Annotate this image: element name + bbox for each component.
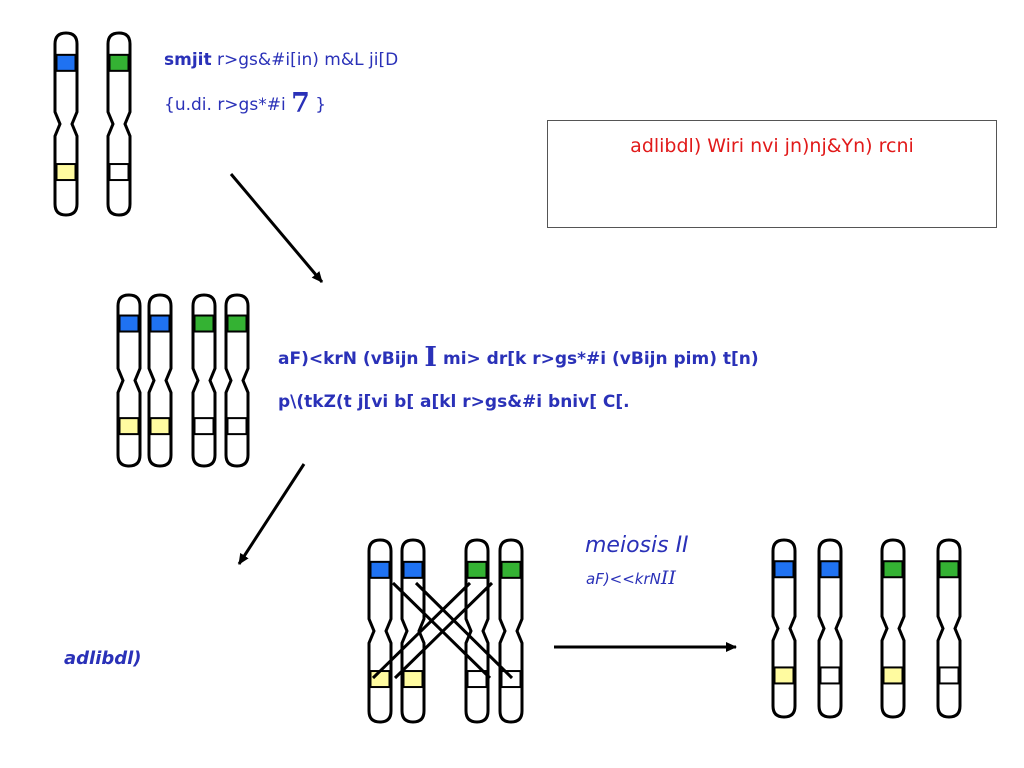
- chromosome: [771, 538, 797, 719]
- chromosome-band-top: [402, 560, 424, 579]
- chromosome: [367, 538, 393, 724]
- chromosome-band-top: [149, 314, 171, 333]
- roman-numeral-two: II: [660, 567, 676, 589]
- meiosis-ii-subtitle: aF)<<krNII: [586, 567, 676, 589]
- chromosome-band-bottom: [369, 670, 391, 689]
- chromosome: [106, 31, 132, 217]
- chromosome-band-top: [819, 560, 841, 579]
- chromosome: [53, 31, 79, 217]
- chromosome-band-top: [108, 53, 130, 72]
- meiosis-ii-title: meiosis II: [585, 533, 689, 558]
- top-label-bold: smjit: [164, 50, 212, 70]
- note-box-text: adlibdl) Wiri nvi jn)nj&Yn) rcni: [630, 135, 914, 157]
- chromosome-band-top: [938, 560, 960, 579]
- chromosome-band-top: [193, 314, 215, 333]
- chromosome: [224, 293, 250, 468]
- chromosome: [880, 538, 906, 719]
- chromosome: [464, 538, 490, 724]
- process-arrows: [229, 173, 737, 652]
- chromosome-band-top: [118, 314, 140, 333]
- roman-numeral-one: I: [424, 342, 438, 373]
- chromosome-band-top: [369, 560, 391, 579]
- note-box: adlibdl) Wiri nvi jn)nj&Yn) rcni: [547, 120, 997, 228]
- chromosome-band-bottom: [819, 666, 841, 685]
- arrow-down-right: [229, 173, 324, 283]
- top-label-line1: smjit r>gs&#i[in) m&L ji[D: [164, 50, 398, 70]
- chromosome-band-bottom: [108, 163, 130, 182]
- chromosome-band-bottom: [500, 670, 522, 689]
- chromosome: [116, 293, 142, 468]
- bottom-label: adlibdl): [64, 648, 142, 669]
- chromosome-band-bottom: [938, 666, 960, 685]
- chromosome-band-bottom: [193, 417, 215, 436]
- chromosome: [498, 538, 524, 724]
- middle-label-line2: p\(tkZ(t j[vi b[ a[kl r>gs&#i bniv[ C[.: [278, 392, 630, 412]
- chromosome-band-top: [226, 314, 248, 333]
- arrow-down-left: [237, 463, 306, 565]
- chromosome: [191, 293, 217, 468]
- top-label-line2: {u.di. r>gs*#i 7 }: [164, 88, 326, 119]
- chromosome-band-bottom: [466, 670, 488, 689]
- meiosis-sub-pre: aF)<<krN: [586, 570, 661, 588]
- middle-label-line1-post: mi> dr[k r>gs*#i (vBijn pim) t[n): [437, 349, 759, 369]
- chromosome-band-top: [466, 560, 488, 579]
- middle-label-line1-pre: aF)<krN (vBijn: [278, 349, 425, 369]
- chromosome-band-bottom: [149, 417, 171, 436]
- chromosome: [147, 293, 173, 468]
- chromosome-band-bottom: [118, 417, 140, 436]
- chromosome: [817, 538, 843, 719]
- chromosome-count: 7: [291, 88, 310, 119]
- top-label-line2-post: }: [309, 95, 327, 115]
- chromosome-band-bottom: [882, 666, 904, 685]
- chromosome-band-bottom: [55, 163, 77, 182]
- chromosome-band-top: [500, 560, 522, 579]
- chromosome-band-bottom: [226, 417, 248, 436]
- chromosome-band-top: [55, 53, 77, 72]
- chromosome-band-bottom: [402, 670, 424, 689]
- chromosome: [936, 538, 962, 719]
- middle-label-line1: aF)<krN (vBijn I mi> dr[k r>gs*#i (vBijn…: [278, 342, 759, 373]
- chromosome-band-top: [882, 560, 904, 579]
- top-label-rest: r>gs&#i[in) m&L ji[D: [211, 50, 399, 70]
- crossing-over-lines: [371, 581, 514, 680]
- chromosome-band-bottom: [773, 666, 795, 685]
- top-label-line2-pre: {u.di. r>gs*#i: [164, 95, 292, 115]
- chromosome-band-top: [773, 560, 795, 579]
